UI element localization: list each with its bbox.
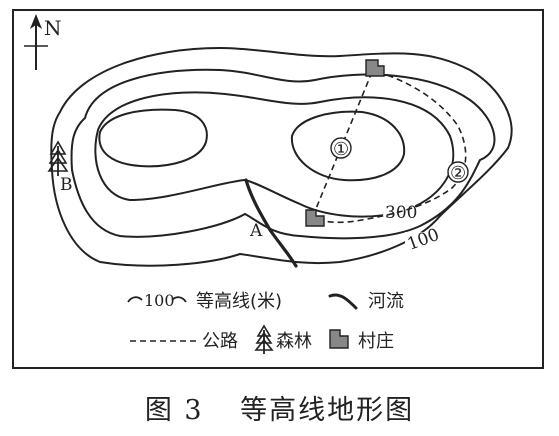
legend-river-icon	[328, 293, 358, 310]
road-route-2	[317, 71, 467, 224]
legend-village-icon	[329, 329, 349, 349]
contour-label-300: 300	[385, 203, 417, 223]
contour-inner-300	[94, 91, 455, 218]
legend-forest-icon	[254, 324, 274, 354]
legend-contour-value: 100	[144, 291, 175, 310]
point-label-b: B	[60, 175, 73, 195]
legend-village-text: 村庄	[358, 331, 394, 352]
north-label: N	[44, 16, 62, 40]
figure-number: 图 3	[144, 395, 204, 426]
contour-summit-east	[290, 110, 406, 182]
legend-road-text: 公路	[202, 331, 238, 352]
river	[244, 178, 298, 268]
legend-forest-text: 森林	[276, 331, 312, 352]
contour-summit-west	[98, 108, 208, 168]
legend-contour-sample-line-right	[171, 296, 187, 303]
figure-title: 等高线地形图	[240, 395, 415, 426]
legend-contour-text: 等高线(米)	[196, 291, 282, 312]
map-frame	[12, 9, 544, 369]
village-icon	[365, 59, 385, 77]
contour-middle	[70, 68, 496, 240]
north-arrow-icon	[24, 14, 48, 70]
route-label-1: ①	[333, 139, 349, 160]
figure-caption: 图 3 等高线地形图	[0, 388, 559, 427]
legend-contour-sample-line	[127, 296, 143, 303]
road-route-1	[312, 71, 373, 217]
point-label-a: A	[249, 221, 263, 241]
forest-icon	[47, 140, 69, 176]
village-icon	[305, 209, 325, 227]
legend-river-text: 河流	[368, 291, 404, 312]
route-label-2: ②	[450, 163, 466, 184]
